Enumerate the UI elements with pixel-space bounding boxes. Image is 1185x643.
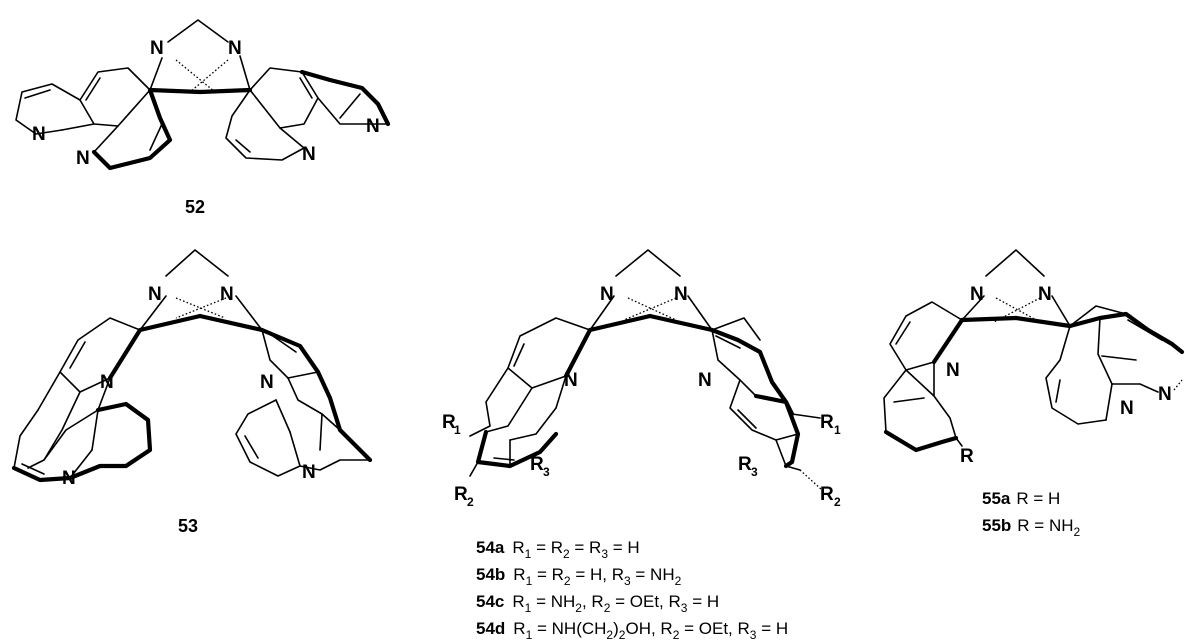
r1-left: R xyxy=(442,412,456,433)
atom-n: N xyxy=(1038,284,1052,305)
atom-n: N xyxy=(100,372,114,393)
atom-n: N xyxy=(1158,384,1172,405)
compound-53-structure: N N N N N N xyxy=(11,249,373,489)
r3-left: R xyxy=(530,454,544,475)
atom-n: N xyxy=(946,360,960,381)
atom-n: N xyxy=(228,38,242,59)
compound-52-structure: N N N N N N xyxy=(15,19,391,171)
atom-n: N xyxy=(76,148,90,169)
compound-54-structure: N N N N R 1 R 1 R 2 R 2 R 3 R 3 xyxy=(442,249,841,509)
atom-n: N xyxy=(1120,398,1134,419)
r3-right: R xyxy=(738,454,752,475)
atom-n: N xyxy=(62,468,76,489)
atom-n: N xyxy=(260,372,274,393)
svg-text:1: 1 xyxy=(454,423,461,437)
atom-n: N xyxy=(366,116,380,137)
atom-n: N xyxy=(32,124,46,145)
r1-right: R xyxy=(820,412,834,433)
svg-text:1: 1 xyxy=(834,423,841,437)
compound-53-label: 53 xyxy=(178,516,198,536)
compound-52-label: 52 xyxy=(185,197,205,217)
svg-text:3: 3 xyxy=(543,465,550,479)
atom-n: N xyxy=(674,284,688,305)
atom-n: N xyxy=(970,284,984,305)
r-substituent: R xyxy=(960,446,974,467)
atom-n: N xyxy=(220,284,234,305)
atom-n: N xyxy=(698,370,712,391)
atom-n: N xyxy=(148,284,162,305)
r2-right: R xyxy=(820,484,834,505)
atom-n: N xyxy=(302,144,316,165)
atom-n: N xyxy=(564,370,578,391)
svg-text:2: 2 xyxy=(467,495,474,509)
compound-55-structure: N N N N N R xyxy=(883,249,1185,467)
atom-n: N xyxy=(302,462,316,483)
atom-n: N xyxy=(600,284,614,305)
svg-text:3: 3 xyxy=(751,465,758,479)
r2-left: R xyxy=(454,484,468,505)
atom-n: N xyxy=(150,38,164,59)
svg-text:2: 2 xyxy=(834,495,841,509)
